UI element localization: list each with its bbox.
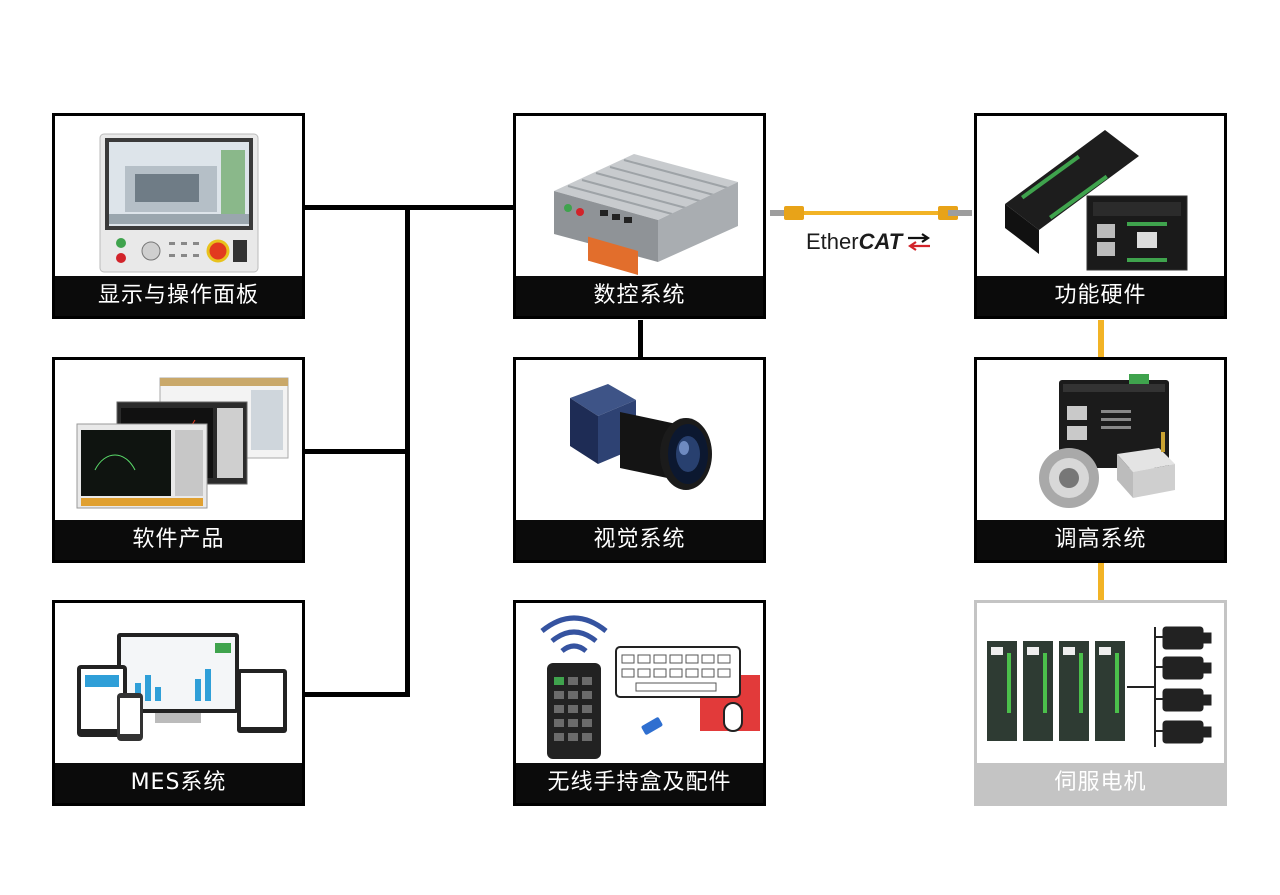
vision-camera-image: [516, 360, 763, 520]
ethercat-ether-text: Ether: [806, 229, 859, 254]
cnc-controller-image: [516, 116, 763, 276]
cnc-card[interactable]: 数控系统: [513, 113, 766, 319]
software-link-line: [305, 449, 410, 454]
function-hw-label: 功能硬件: [977, 276, 1224, 316]
hmi-link-line: [305, 205, 515, 210]
hmi-panel-image: [55, 116, 302, 276]
function-height-link-line: [1098, 320, 1104, 358]
servo-motor-image: [977, 603, 1224, 763]
height-card[interactable]: 调高系统: [974, 357, 1227, 563]
software-label: 软件产品: [55, 520, 302, 560]
software-card[interactable]: 软件产品: [52, 357, 305, 563]
hmi-label: 显示与操作面板: [55, 276, 302, 316]
function-hw-card[interactable]: 功能硬件: [974, 113, 1227, 319]
wifi-icon: [540, 615, 608, 654]
vision-card[interactable]: 视觉系统: [513, 357, 766, 563]
servo-label: 伺服电机: [977, 763, 1224, 803]
vision-label: 视觉系统: [516, 520, 763, 560]
function-hw-image: [977, 116, 1224, 276]
mes-link-line: [305, 692, 410, 697]
software-image: [55, 360, 302, 520]
height-servo-link-line: [1098, 563, 1104, 601]
mes-card[interactable]: MES系统: [52, 600, 305, 806]
ethercat-logo: EtherCAT: [806, 229, 930, 255]
wireless-card[interactable]: 无线手持盒及配件: [513, 600, 766, 806]
ethercat-cat-text: CAT: [858, 229, 903, 254]
ethercat-arrows-icon: [908, 233, 930, 251]
hmi-card[interactable]: 显示与操作面板: [52, 113, 305, 319]
ethercat-cable: [770, 206, 972, 220]
mes-devices-image: [55, 603, 302, 763]
servo-card[interactable]: 伺服电机: [974, 600, 1227, 806]
cnc-vision-link-line: [638, 320, 643, 358]
height-control-image: [977, 360, 1224, 520]
wireless-accessories-image: [516, 603, 763, 763]
cnc-label: 数控系统: [516, 276, 763, 316]
wireless-label: 无线手持盒及配件: [516, 763, 763, 803]
height-label: 调高系统: [977, 520, 1224, 560]
mes-label: MES系统: [55, 763, 302, 803]
